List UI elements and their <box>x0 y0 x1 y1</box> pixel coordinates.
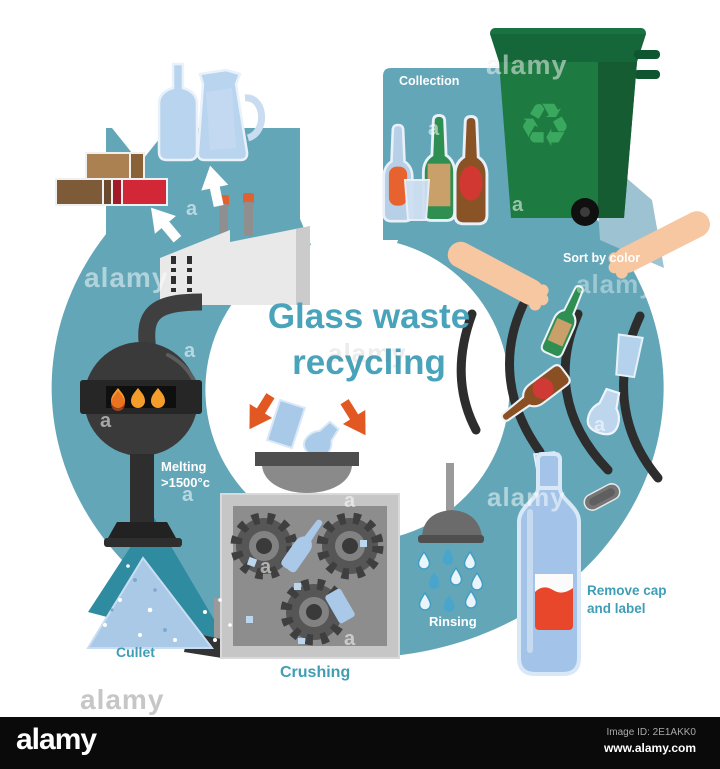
alamy-watermark: alamy <box>487 482 566 512</box>
a-watermark: a <box>182 484 194 506</box>
crushing-label: Crushing <box>280 664 351 681</box>
title-line2: recycling <box>292 343 446 382</box>
funnel-bowl <box>255 452 359 493</box>
recycle-icon: ♻ <box>518 91 572 161</box>
sort-by-color-label: Sort by color <box>563 251 641 265</box>
alamy-logo: alamy <box>16 723 97 756</box>
flame-icon <box>111 388 165 411</box>
crusher-machine <box>184 493 400 659</box>
a-watermark: a <box>428 118 440 140</box>
a-watermark: a <box>184 340 196 362</box>
a-watermark: a <box>260 556 272 578</box>
collection-label: Collection <box>399 74 460 88</box>
a-watermark: a <box>344 628 356 650</box>
hand-left <box>447 241 549 311</box>
factory-windows <box>171 256 192 292</box>
a-watermark: a <box>344 490 356 512</box>
furnace-pipe <box>138 293 203 352</box>
packed-boxes <box>55 152 168 206</box>
a-watermark: a <box>512 194 524 216</box>
crusher-gears <box>230 512 384 646</box>
a-watermark: a <box>594 414 606 436</box>
alamy-watermark: alamy <box>486 50 568 80</box>
alamy-watermark: alamy <box>80 684 165 715</box>
recycling-cycle-artwork: ♻ <box>51 28 710 676</box>
cullet-speckles <box>103 564 232 642</box>
alamy-watermark: alamy <box>84 262 169 293</box>
cullet-label: Cullet <box>116 644 155 660</box>
rinsing-label: Rinsing <box>429 614 477 629</box>
glass-cup <box>404 179 430 221</box>
glass-shards <box>246 515 367 644</box>
alamy-watermark: alamy <box>328 338 407 368</box>
title-line1: Glass waste <box>267 297 471 336</box>
melting-label: Melting>1500°c <box>161 459 210 490</box>
rinsing-shower <box>417 463 484 612</box>
collection-bottles <box>382 113 489 226</box>
product-jug <box>196 68 266 162</box>
a-watermark: a <box>186 198 198 220</box>
alamy-watermark: alamy <box>576 269 655 299</box>
sorted-glass-items <box>494 281 644 489</box>
sorting-hands <box>447 211 710 311</box>
hand-right <box>608 211 710 279</box>
chimney <box>244 202 253 236</box>
falling-glass <box>265 398 346 465</box>
bin-lid <box>490 34 646 62</box>
alamy-url: www.alamy.com <box>603 741 696 755</box>
product-bottle <box>157 62 199 162</box>
alamy-footer-bar: alamy Image ID: 2E1AKK0 www.alamy.com <box>0 717 720 769</box>
recycling-bin: ♻ <box>490 28 660 226</box>
a-watermark: a <box>100 410 112 432</box>
image-id: Image ID: 2E1AKK0 <box>606 727 697 738</box>
footer-info: Image ID: 2E1AKK0 www.alamy.com <box>604 727 696 755</box>
cullet-pile <box>86 556 232 649</box>
bottle-cap <box>583 483 621 511</box>
page-title: Glass waste recycling <box>219 294 519 386</box>
remove-cap-bottle <box>517 452 621 676</box>
melting-furnace <box>80 342 202 547</box>
chimney-cap <box>243 193 254 204</box>
feed-arrow <box>333 394 377 443</box>
glass-products <box>157 62 266 162</box>
chimney <box>219 204 228 234</box>
